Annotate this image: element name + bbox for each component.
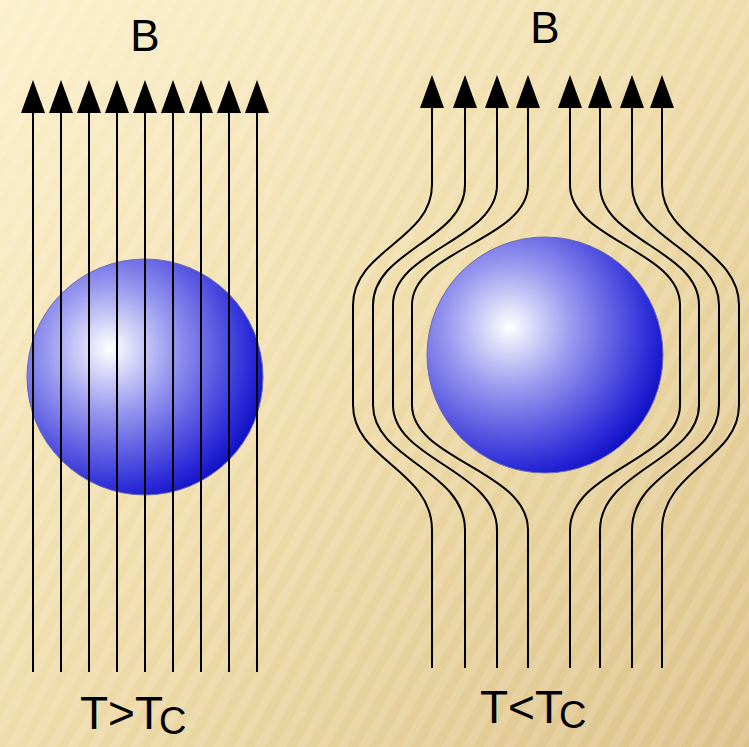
field-line bbox=[570, 104, 680, 668]
field-line bbox=[60, 108, 62, 672]
field-line bbox=[662, 104, 739, 668]
field-symbol: B bbox=[530, 6, 559, 50]
temperature-condition: T>T bbox=[80, 690, 163, 736]
arrowhead bbox=[217, 80, 241, 113]
field-lines-penetrating bbox=[21, 80, 269, 672]
temperature-condition: T<T bbox=[480, 684, 563, 730]
arrowhead bbox=[105, 80, 129, 113]
field-line bbox=[172, 108, 174, 672]
arrowhead bbox=[21, 80, 45, 113]
field-line bbox=[412, 104, 528, 668]
arrowhead bbox=[620, 75, 644, 108]
field-line bbox=[256, 108, 258, 672]
field-line bbox=[116, 108, 118, 672]
sphere-superconducting bbox=[427, 237, 663, 473]
arrowhead bbox=[420, 75, 444, 108]
arrowhead bbox=[558, 75, 582, 108]
field-line bbox=[373, 104, 465, 668]
field-line bbox=[228, 108, 230, 672]
arrowhead bbox=[485, 75, 509, 108]
field-lines-expelled bbox=[353, 75, 739, 668]
field-line bbox=[88, 108, 90, 672]
arrowhead bbox=[650, 75, 674, 108]
subscript: C bbox=[159, 702, 186, 740]
field-line bbox=[200, 108, 202, 672]
arrowhead bbox=[133, 80, 157, 113]
subscript: C bbox=[559, 696, 586, 734]
arrowhead bbox=[161, 80, 185, 113]
arrowhead bbox=[245, 80, 269, 113]
arrowhead bbox=[588, 75, 612, 108]
arrowhead bbox=[516, 75, 540, 108]
field-symbol: B bbox=[130, 14, 159, 58]
arrowhead bbox=[77, 80, 101, 113]
arrowhead bbox=[189, 80, 213, 113]
arrowhead bbox=[49, 80, 73, 113]
field-line bbox=[393, 104, 497, 668]
arrowhead bbox=[453, 75, 477, 108]
field-line bbox=[144, 108, 146, 672]
field-line bbox=[32, 108, 34, 672]
field-line bbox=[600, 104, 699, 668]
field-line bbox=[632, 104, 719, 668]
